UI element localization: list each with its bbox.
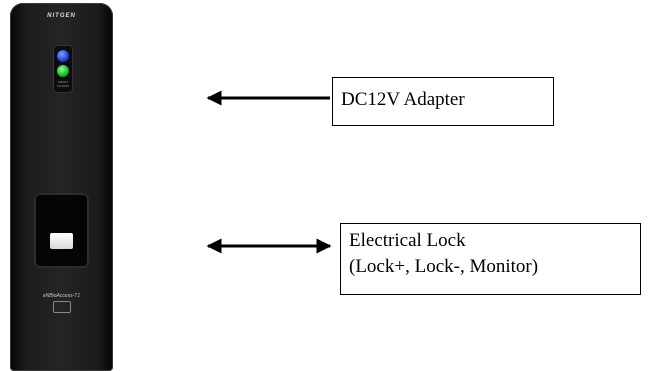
lock-label-box: Electrical Lock (Lock+, Lock-, Monitor) [340,223,641,295]
led-panel: SMART ACCESS [53,45,73,93]
brand-logo: NITGEN [47,13,76,19]
blue-led-icon [57,50,69,62]
access-terminal-device: NITGEN SMART ACCESS eNBioAccess-T1 [10,3,113,371]
power-label: DC12V Adapter [341,89,465,110]
led-caption-line2: ACCESS [56,84,70,88]
model-label: eNBioAccess-T1 [42,293,81,299]
lock-label-line1: Electrical Lock [349,230,466,251]
card-reader-icon [53,301,71,313]
green-led-icon [57,65,69,77]
led-caption-line1: SMART [57,80,69,84]
fingerprint-scanner [34,193,89,268]
led-caption: SMART ACCESS [53,80,73,88]
lock-label-line2: (Lock+, Lock-, Monitor) [349,256,539,277]
fingerprint-sensor-window [50,233,73,249]
power-label-box: DC12V Adapter [332,77,554,126]
